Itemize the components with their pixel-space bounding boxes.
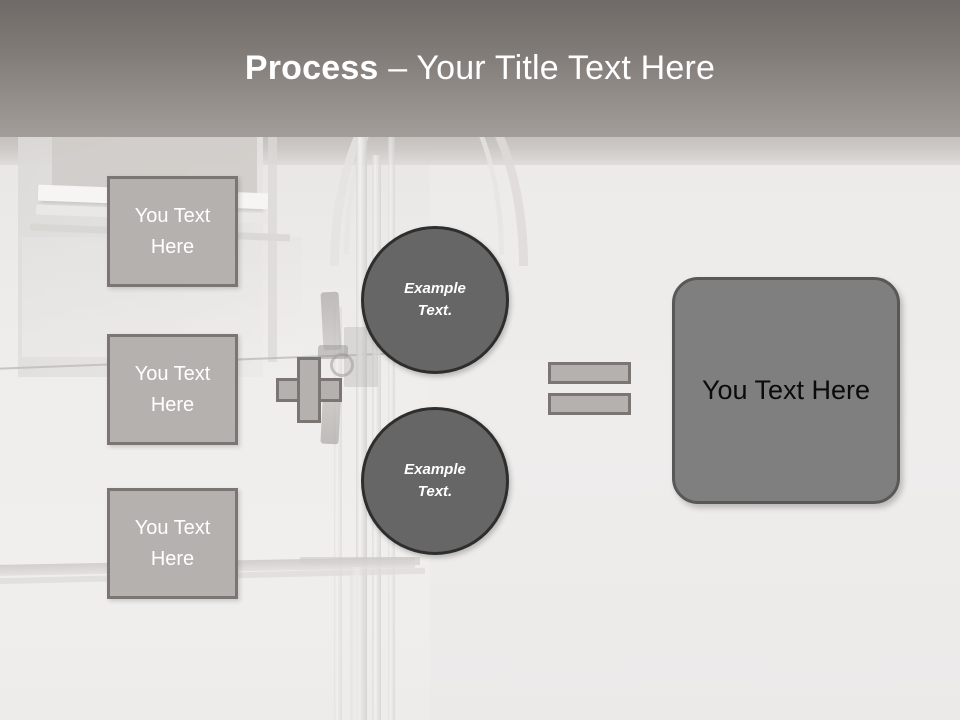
plus-icon[interactable] [276, 357, 342, 423]
example-circle-1[interactable]: Example Text. [361, 226, 509, 374]
background-pipe-left [334, 307, 342, 720]
example-circle-2-line2: Text. [417, 483, 453, 500]
title-bar: Process – Your Title Text Here [0, 0, 960, 137]
page-title-strong: Process [244, 49, 379, 87]
example-circle-1-line1: Example [404, 280, 466, 297]
input-box-2[interactable]: You Text Here [107, 334, 238, 445]
page-title-rest: – Your Title Text Here [378, 49, 716, 87]
equals-bottom-bar [548, 393, 631, 415]
background-pipe-main [356, 137, 367, 720]
example-circle-2-line1: Example [404, 461, 466, 478]
equals-top-bar [548, 362, 631, 384]
example-circle-1-line2: Text. [417, 302, 453, 319]
background-window-edge [268, 137, 277, 362]
background-hinge-roller [330, 353, 354, 377]
input-box-1[interactable]: You Text Here [107, 176, 238, 287]
input-box-3[interactable]: You Text Here [107, 488, 238, 599]
equals-icon[interactable] [548, 362, 631, 415]
page-title: Process – Your Title Text Here [0, 48, 960, 88]
background-post [350, 567, 364, 720]
example-circle-2[interactable]: Example Text. [361, 407, 509, 555]
background-hinge-upper [320, 291, 342, 351]
plus-center-join [300, 381, 318, 399]
result-box[interactable]: You Text Here [672, 277, 900, 504]
